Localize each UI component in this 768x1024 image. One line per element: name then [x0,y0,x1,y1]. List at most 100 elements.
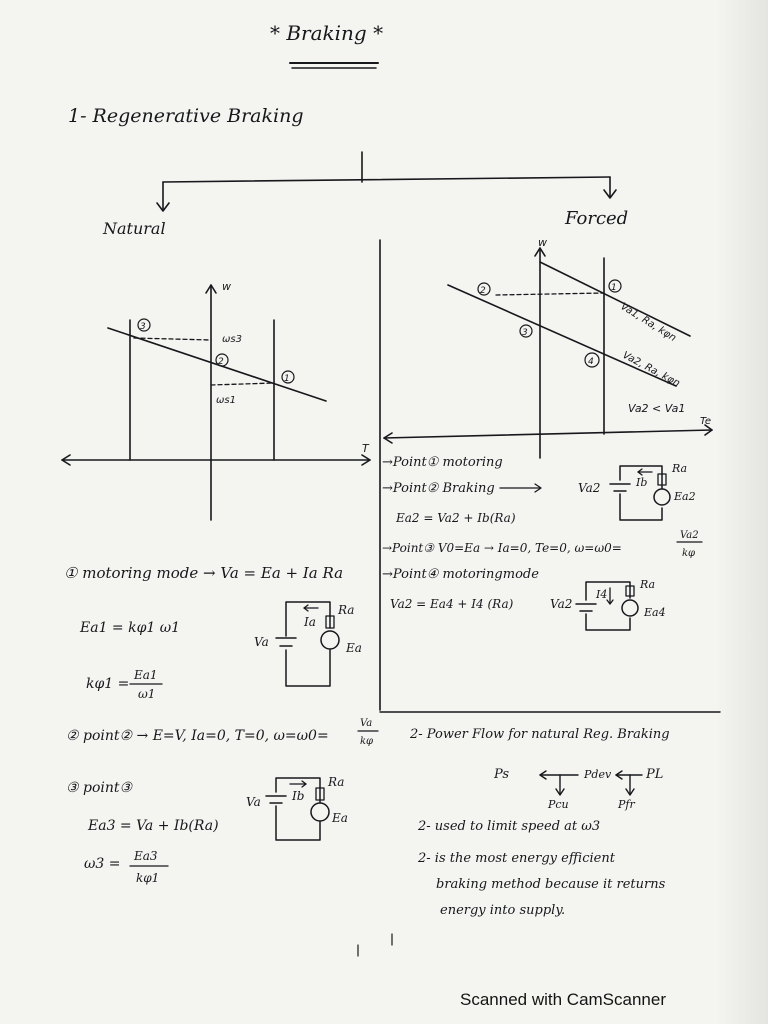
circuit1-current: Ia [303,615,316,629]
kphi-lhs: kφ1 = [86,676,129,692]
right-point2: →Point② Braking [382,481,495,496]
circuit-motoring-natural: Va Ia Ra Ea [254,601,362,687]
power-pfr: Pfr [617,798,635,811]
circuit1-resistor: Ra [337,603,354,617]
ea1-equation: Ea1 = kφ1 ω1 [79,620,180,636]
braking-circuit-source: Va2 [578,481,600,495]
power-note-2-line3: energy into supply. [440,903,565,918]
natural-graph: w T 3 2 1 ωs3 ωs1 [61,280,371,521]
point2-note: ② point② → E=V, Ia=0, T=0, ω=ω0= [66,728,329,744]
circuit1-source: Va [254,635,269,649]
right-point3: →Point③ V0=Ea → Ia=0, Te=0, ω=ω0= [382,541,622,555]
forced-line-va2 [447,284,677,387]
braking-circuit-resistor: Ra [671,462,687,475]
natural-dash-ws1 [210,382,275,386]
forced-point-3: 3 [522,328,528,338]
forced-te-label: Te [700,416,711,427]
kphi-numerator: Ea1 [133,668,158,682]
motoring-circuit-resistor: Ra [639,578,655,591]
forced-w-label: w [538,236,547,249]
forced-label: Forced [564,208,628,229]
resistor-symbol [325,615,335,629]
point2-numerator: Va [360,718,372,729]
section-heading: 1- Regenerative Braking [68,105,304,127]
va2-equation: Va2 = Ea4 + I4 (Ra) [390,597,514,611]
circuit-braking-natural: Va Ib Ra Ea [246,775,348,841]
motoring-circuit-emf: Ea4 [643,606,666,619]
power-flow-diagram: Ps Pdev PL Pcu Pfr [493,767,663,811]
braking-circuit-current: Ib [635,476,647,489]
forced-point-2: 2 [480,286,486,296]
p3-numerator: Va2 [680,530,699,541]
forced-line1-label: Va1, Ra, kφn [618,301,677,344]
motor-symbol [621,599,639,617]
natural-ws1-label: ωs1 [216,395,236,406]
w3-numerator: Ea3 [133,849,158,863]
circuit3-emf: Ea [331,811,348,825]
natural-point-1: 1 [284,374,290,384]
forced-point-1: 1 [611,283,617,293]
resistor-symbol [625,585,635,597]
natural-ws3-label: ωs3 [222,334,242,345]
branch-connector [156,151,617,212]
forced-line-va1 [539,261,691,337]
natural-dash-ws3 [133,337,212,341]
forced-te-axis [383,429,713,439]
forced-point-4: 4 [588,357,594,367]
braking-circuit-emf: Ea2 [673,490,696,503]
motoring-mode-note: ① motoring mode → Va = Ea + Ia Ra [64,564,343,582]
w3-lhs: ω3 = [84,856,121,872]
point3-note: ③ point③ [66,780,134,796]
circuit3-current: Ib [291,789,304,803]
natural-label: Natural [102,219,166,238]
power-note-1: 2- used to limit speed at ω3 [417,819,600,834]
motor-symbol [310,802,330,822]
forced-point-3-marker [519,324,533,338]
ea2-equation: Ea2 = Va2 + Ib(Ra) [395,511,516,525]
forced-relation: Va2 < Va1 [628,402,685,415]
circuit3-resistor: Ra [327,775,344,789]
power-pl: PL [645,767,663,782]
natural-point-3-marker [137,318,151,332]
natural-point-1-marker [281,370,295,384]
natural-characteristic [107,327,327,402]
forced-point-1-marker [608,279,622,293]
resistor-symbol [315,787,325,801]
circuit-braking-forced: Va2 Ib Ra Ea2 [578,462,696,521]
circuit-motoring-forced: Va2 I4 Ra Ea4 [550,578,666,631]
forced-line2-label: Va2, Ra, kφn [621,350,682,389]
natural-w-label: w [222,280,231,293]
camscanner-watermark: Scanned with CamScanner [460,990,667,1009]
kphi-denominator: ω1 [138,687,155,701]
power-ps: Ps [493,767,509,782]
w3-denominator: kφ1 [136,871,159,885]
forced-point-2-marker [477,282,491,296]
p3-denominator: kφ [682,548,695,559]
forced-graph: w Te 2 1 3 4 Va1, Ra, kφn Va2, Ra, kφn V… [383,236,713,459]
point2-denominator: kφ [360,736,373,747]
power-pcu: Pcu [547,798,569,811]
natural-point-2: 2 [218,357,224,367]
circuit3-source: Va [246,795,261,809]
power-note-2-line1: 2- is the most energy efficient [417,851,616,866]
motoring-circuit-source: Va2 [550,597,572,611]
page-title: * Braking * [270,21,383,45]
right-point4: →Point④ motoringmode [382,567,539,582]
circuit1-emf: Ea [345,641,362,655]
right-point1: →Point① motoring [382,455,503,470]
power-pdev: Pdev [583,768,612,781]
motoring-circuit-current: I4 [595,588,607,601]
forced-point-4-marker [584,352,600,368]
motor-symbol [320,630,340,650]
power-note-2-line2: braking method because it returns [436,877,666,892]
ea3-equation: Ea3 = Va + Ib(Ra) [87,818,219,834]
resistor-symbol [657,473,667,486]
natural-t-label: T [362,442,370,455]
motor-symbol [653,488,671,506]
forced-dash [495,292,605,296]
power-flow-heading: 2- Power Flow for natural Reg. Braking [409,727,670,742]
natural-point-3: 3 [140,322,146,332]
natural-point-2-marker [215,353,229,367]
